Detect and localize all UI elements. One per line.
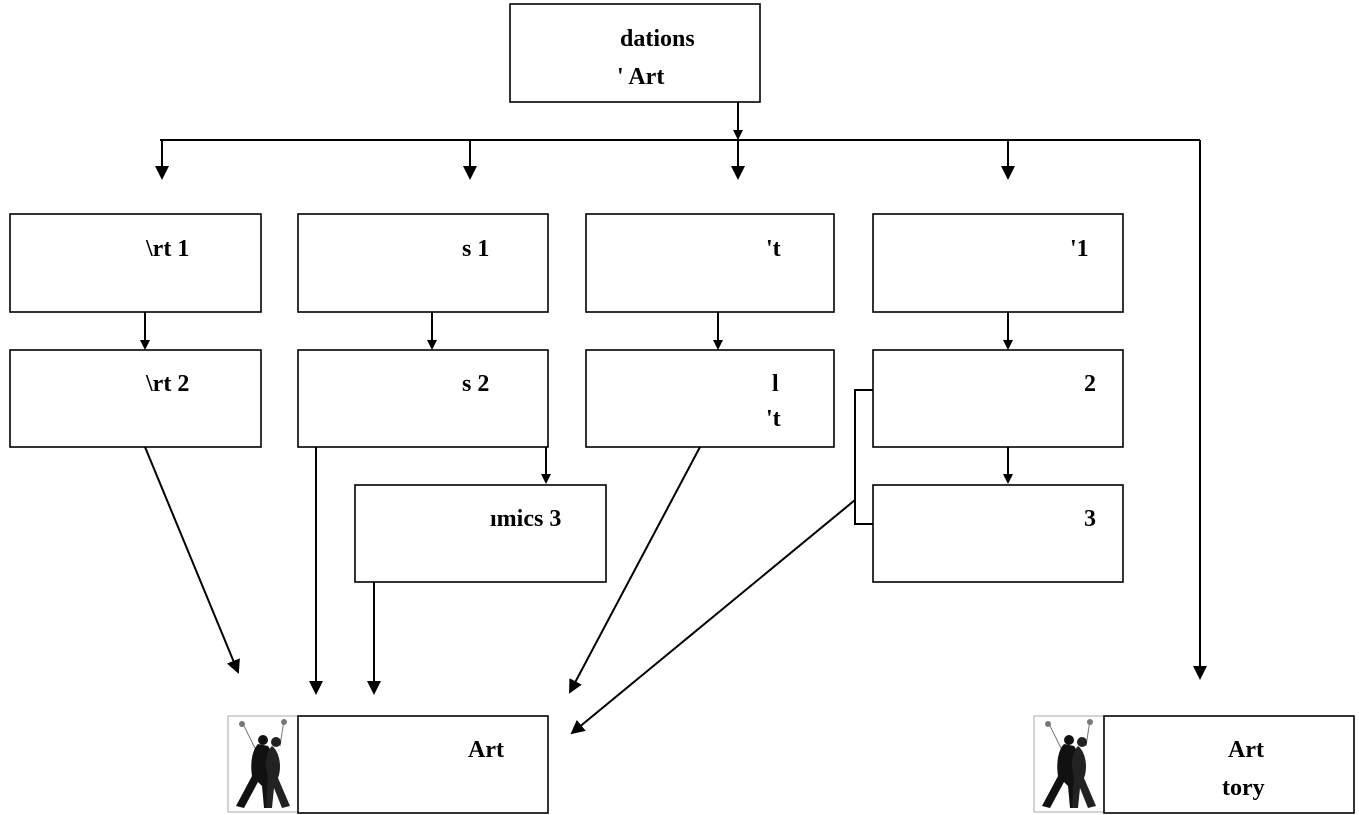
node-s-2-label: s 2 — [462, 371, 489, 397]
connector-art2-to-art — [144, 446, 240, 674]
node-art-1: \rt 1 — [9, 213, 262, 313]
node-foundations-line-1: dations — [620, 26, 695, 52]
node-s-1: s 1 — [297, 213, 549, 313]
node-art-2-label: \rt 2 — [145, 371, 189, 397]
node-dynamics-3-label: ımics 3 — [490, 506, 561, 532]
node-art-2: \rt 2 — [9, 349, 262, 448]
node-2: 2 — [872, 349, 1124, 448]
node-dynamics-3: ımics 3 — [354, 484, 607, 583]
node-t: 't — [585, 213, 835, 313]
node-2-label: 2 — [1084, 371, 1096, 397]
node-v-1-label: '1 — [1070, 236, 1089, 262]
node-v-1: '1 — [872, 213, 1124, 313]
dancers-icon — [1033, 715, 1105, 813]
node-foundations: dations ' Art — [509, 3, 761, 103]
node-s-1-label: s 1 — [462, 236, 489, 262]
node-art-history: Art tory — [1033, 715, 1355, 814]
node-t-label: 't — [766, 236, 781, 262]
node-3: 3 — [872, 484, 1124, 583]
node-3-label: 3 — [1084, 506, 1096, 532]
node-art-target-label: Art — [468, 737, 504, 763]
node-s-2: s 2 — [297, 349, 549, 448]
connector-bracket-2-3 — [854, 389, 875, 525]
connector-llt-to-art — [569, 446, 701, 694]
node-foundations-line-2: ' Art — [617, 64, 664, 90]
node-ll-t: l 't — [585, 349, 835, 448]
node-ll-t-line-1: l — [772, 371, 779, 397]
dancers-icon — [227, 715, 299, 813]
node-ll-t-line-2: 't — [766, 406, 781, 432]
node-art-history-line-1: Art — [1228, 737, 1264, 763]
connector-bracket-to-art — [570, 499, 856, 735]
node-art-history-line-2: tory — [1222, 775, 1265, 801]
connectors — [140, 102, 1207, 735]
node-art-target: Art — [227, 715, 549, 814]
node-art-1-label: \rt 1 — [145, 236, 189, 262]
